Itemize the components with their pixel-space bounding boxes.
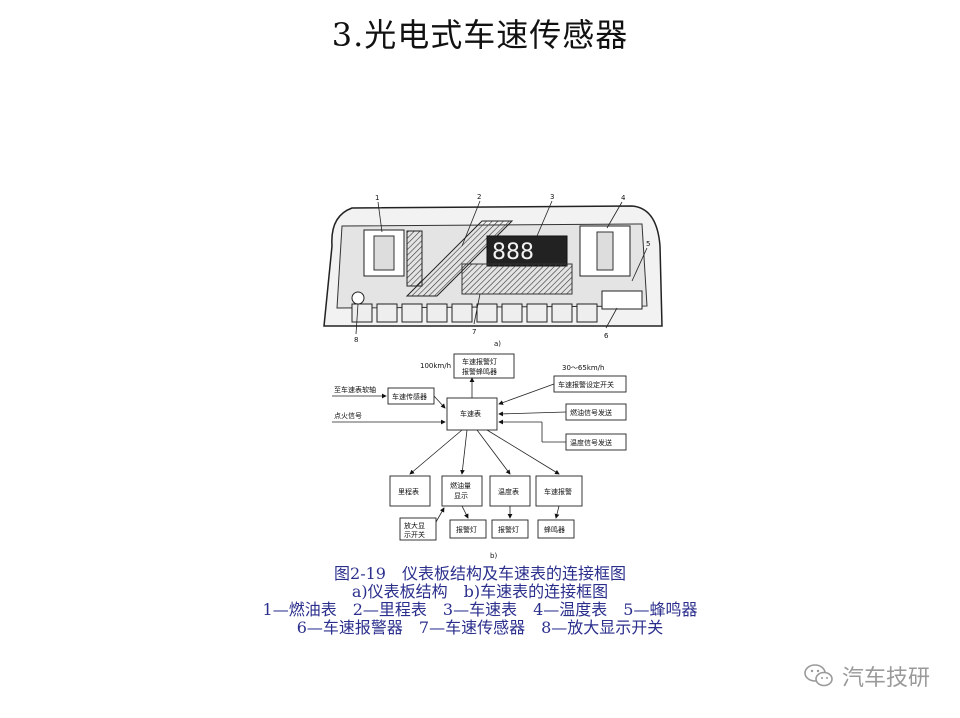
box-fuel-display-line2: 显示: [454, 492, 468, 500]
from-shaft-label: 至车速表软轴: [334, 385, 376, 394]
callout-6: 6: [604, 332, 609, 340]
caption-line-3: 1—燃油表 2—里程表 3—车速表 4—温度表 5—蜂鸣器: [262, 600, 698, 619]
box-speed-alarm: 车速报警: [544, 487, 572, 496]
box-zoom-switch-line1: 放大显: [404, 521, 425, 530]
callout-1: 1: [375, 194, 379, 202]
callout-3: 3: [550, 193, 554, 201]
caption-line-1: 图2-19 仪表板结构及车速表的连接框图: [334, 564, 626, 583]
watermark: 汽车技研: [804, 660, 930, 692]
box-alarm-lamp-line1: 车速报警灯: [462, 357, 497, 366]
svg-text:888: 888: [492, 240, 534, 265]
figure-image: 888: [312, 186, 670, 566]
box-warn-lamp-1: 报警灯: [456, 525, 477, 534]
speed-left-label: 100km/h: [420, 362, 451, 370]
box-fuel-display-line1: 燃油量: [450, 481, 471, 490]
slide-title: 3.光电式车速传感器: [331, 16, 629, 54]
caption-line-4: 6—车速报警器 7—车速传感器 8—放大显示开关: [296, 618, 664, 637]
callout-4: 4: [621, 194, 626, 202]
instrument-panel-drawing: 888: [323, 193, 663, 348]
callout-8: 8: [354, 336, 358, 344]
box-temp-signal: 温度信号发送: [570, 438, 612, 447]
figure-caption: 图2-19 仪表板结构及车速表的连接框图 a)仪表板结构 b)车速表的连接框图 …: [0, 565, 960, 637]
box-odometer: 里程表: [398, 487, 419, 496]
speed-display: [486, 235, 568, 267]
callout-2: 2: [477, 193, 481, 201]
box-temp-gauge: 温度表: [498, 487, 519, 496]
callout-7: 7: [472, 328, 476, 336]
figure-a-label: a): [494, 340, 501, 348]
box-zoom-switch-line2: 示开关: [404, 530, 425, 539]
box-speedometer: 车速表: [460, 409, 481, 418]
callout-5: 5: [646, 240, 650, 248]
block-diagram: 车速报警灯 报警蜂鸣器 100km/h 30～65km/h 至车速表软轴 车速传…: [332, 353, 627, 560]
box-buzzer: 蜂鸣器: [544, 525, 565, 534]
figure-svg: 888: [323, 193, 663, 560]
box-warn-lamp-2: 报警灯: [498, 525, 519, 534]
box-fuel-signal: 燃油信号发送: [570, 408, 612, 417]
wechat-icon: [804, 664, 833, 687]
caption-line-2: a)仪表板结构 b)车速表的连接框图: [351, 582, 609, 601]
speed-right-label: 30～65km/h: [562, 364, 604, 372]
watermark-text: 汽车技研: [841, 666, 930, 691]
box-set-switch: 车速报警设定开关: [558, 380, 614, 389]
figure-b-label: b): [490, 552, 497, 560]
ignition-signal-label: 点火信号: [334, 411, 362, 420]
box-alarm-lamp-line2: 报警蜂鸣器: [462, 367, 497, 376]
box-sensor: 车速传感器: [392, 392, 427, 401]
